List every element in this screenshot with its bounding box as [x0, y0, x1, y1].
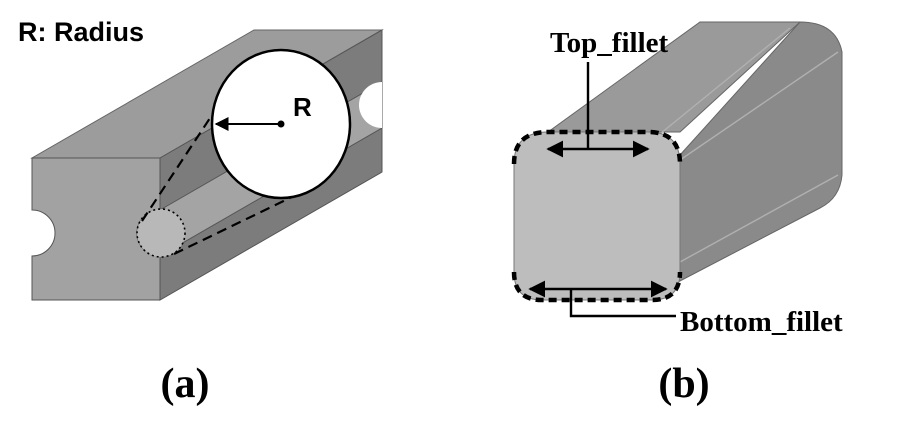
beam-b-side-face	[677, 21, 843, 283]
bottom-fillet-outline	[511, 271, 683, 303]
panel-a: R: Radius R (a)	[18, 17, 384, 407]
bottom-fillet-label: Bottom_fillet	[680, 306, 843, 338]
caption-a: (a)	[161, 361, 210, 407]
top-fillet-label: Top_fillet	[550, 27, 669, 59]
panel-b: Top_fillet Bottom_fillet (b)	[511, 21, 843, 407]
radius-legend: R: Radius	[18, 17, 144, 47]
center-dot	[277, 120, 285, 128]
beam-b-front-face	[513, 131, 681, 301]
radius-label: R	[293, 92, 312, 122]
bottom-fillet-leader	[569, 289, 676, 318]
callout-line-upper	[141, 111, 215, 222]
caption-b: (b)	[658, 361, 709, 407]
top-fillet-outline	[511, 129, 683, 165]
callout-line-lower	[173, 195, 295, 255]
filleted-beam	[513, 21, 843, 301]
beam-far-notch	[359, 82, 382, 128]
section-circle	[136, 208, 186, 258]
